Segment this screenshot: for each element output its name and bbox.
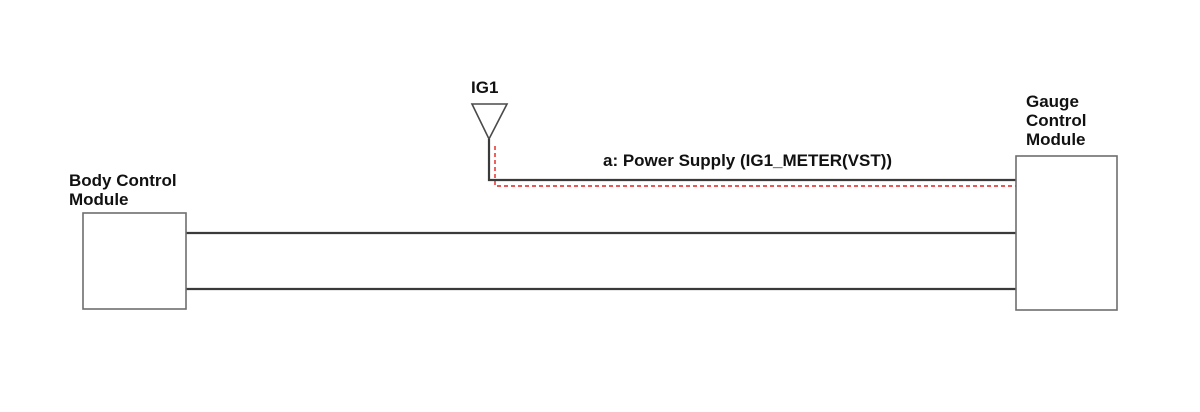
- body-control-module-box: [82, 212, 187, 310]
- power-supply-wire: [487, 139, 1016, 182]
- gauge-control-module-label-line1: Gauge: [1026, 92, 1079, 111]
- body-control-module-label-line1: Body Control: [69, 171, 177, 190]
- gauge-control-module: Gauge Control Module: [1015, 92, 1118, 311]
- body-control-module: Body Control Module: [69, 171, 187, 310]
- power-supply-wire-label: a: Power Supply (IG1_METER(VST)): [603, 151, 892, 170]
- power-supply-highlight-path: [494, 146, 1016, 187]
- gauge-control-module-box: [1015, 155, 1118, 311]
- ig1-power-source: IG1: [470, 78, 509, 141]
- body-control-module-label-line2: Module: [69, 190, 129, 209]
- ground-triangle-icon: [470, 103, 509, 141]
- gauge-control-module-label-line2: Control: [1026, 111, 1086, 130]
- gauge-control-module-label-line3: Module: [1026, 130, 1086, 149]
- ig1-label: IG1: [471, 78, 498, 97]
